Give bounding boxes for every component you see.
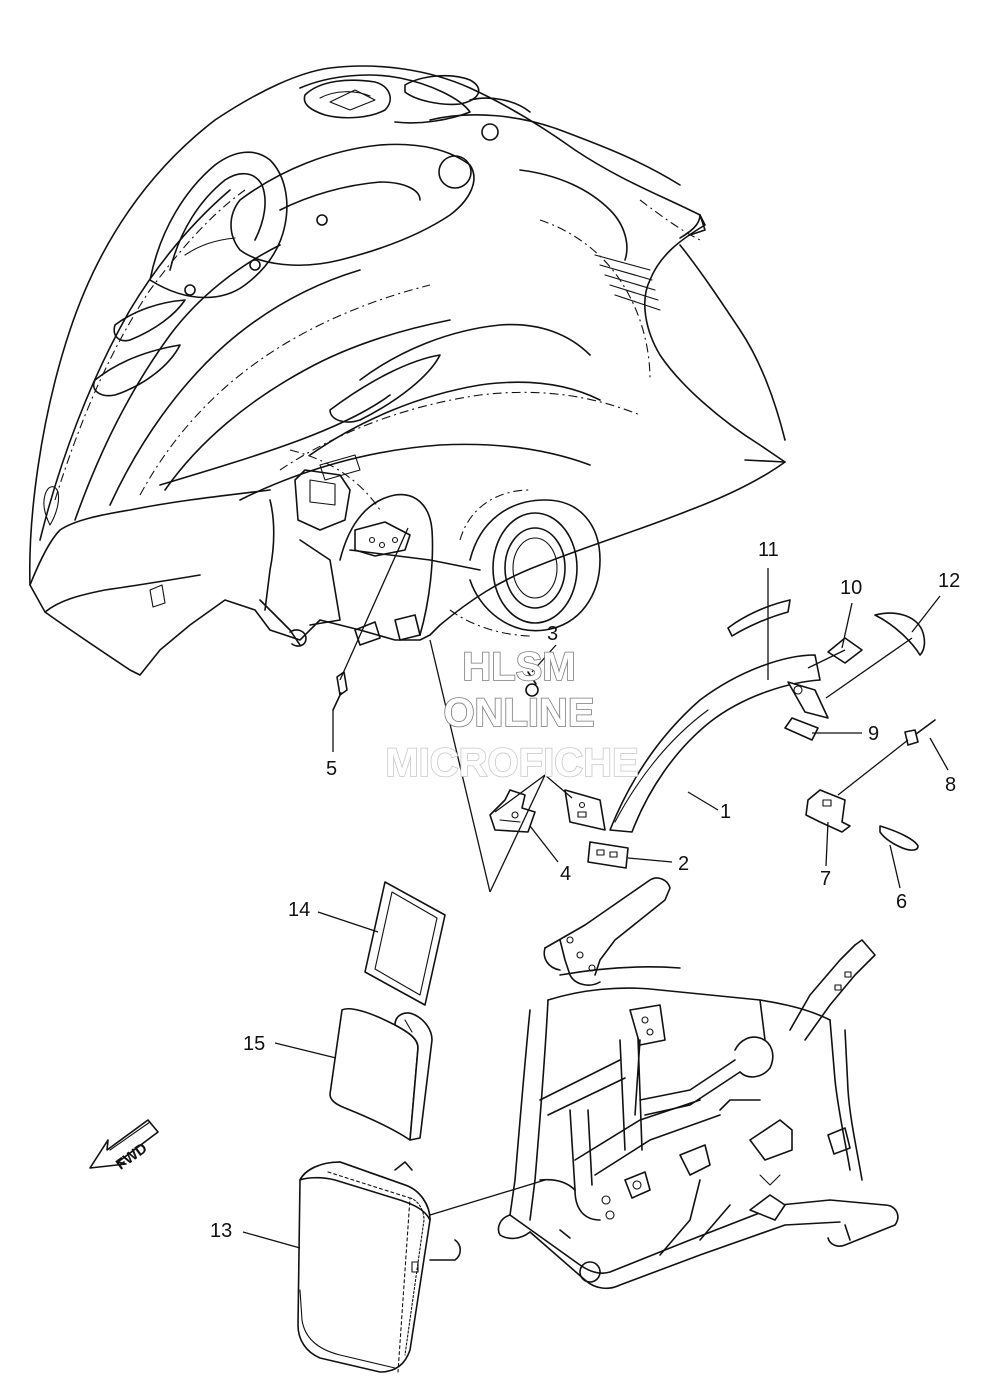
fwd-arrow: FWD bbox=[89, 1119, 159, 1174]
watermark-line3: MICROFICHE bbox=[385, 741, 638, 785]
watermark: HLSM ONLINE MICROFICHE bbox=[385, 644, 640, 786]
part-6-clip bbox=[879, 825, 919, 851]
callout-14: 14 bbox=[288, 899, 310, 921]
leader-lines bbox=[242, 527, 949, 1249]
part-7-bracket bbox=[805, 789, 851, 833]
callout-12: 12 bbox=[938, 570, 960, 592]
part-5-rivet bbox=[332, 671, 348, 711]
part-3-bolt bbox=[523, 671, 606, 831]
callout-8: 8 bbox=[945, 774, 956, 796]
callout-7: 7 bbox=[820, 868, 831, 890]
callout-2: 2 bbox=[678, 853, 689, 875]
callout-15: 15 bbox=[243, 1033, 265, 1055]
part-12-label bbox=[874, 612, 926, 656]
callout-1: 1 bbox=[720, 801, 731, 823]
callout-10: 10 bbox=[840, 577, 862, 599]
watermark-line2: ONLINE bbox=[443, 691, 594, 735]
callout-5: 5 bbox=[326, 758, 337, 780]
part-11-label bbox=[727, 599, 791, 637]
watermark-line1: HLSM bbox=[462, 645, 575, 689]
hull-frame bbox=[497, 877, 899, 1290]
part-14-gasket bbox=[364, 881, 446, 1006]
part-15-cover bbox=[329, 1008, 433, 1141]
part-8-screw bbox=[904, 719, 936, 746]
callout-9: 9 bbox=[868, 723, 879, 745]
callout-numbers: 1 2 3 4 5 6 7 8 9 10 11 12 13 14 15 bbox=[210, 539, 960, 1242]
part-9-pad bbox=[784, 717, 819, 741]
body-cowling bbox=[28, 65, 786, 676]
callout-3: 3 bbox=[547, 623, 558, 645]
part-2-plate bbox=[587, 841, 629, 869]
part-13-bag bbox=[297, 1161, 462, 1373]
callout-13: 13 bbox=[210, 1220, 232, 1242]
callout-4: 4 bbox=[560, 863, 571, 885]
callout-6: 6 bbox=[896, 891, 907, 913]
part-1-mounting-plate bbox=[609, 654, 829, 833]
callout-11: 11 bbox=[758, 539, 779, 561]
